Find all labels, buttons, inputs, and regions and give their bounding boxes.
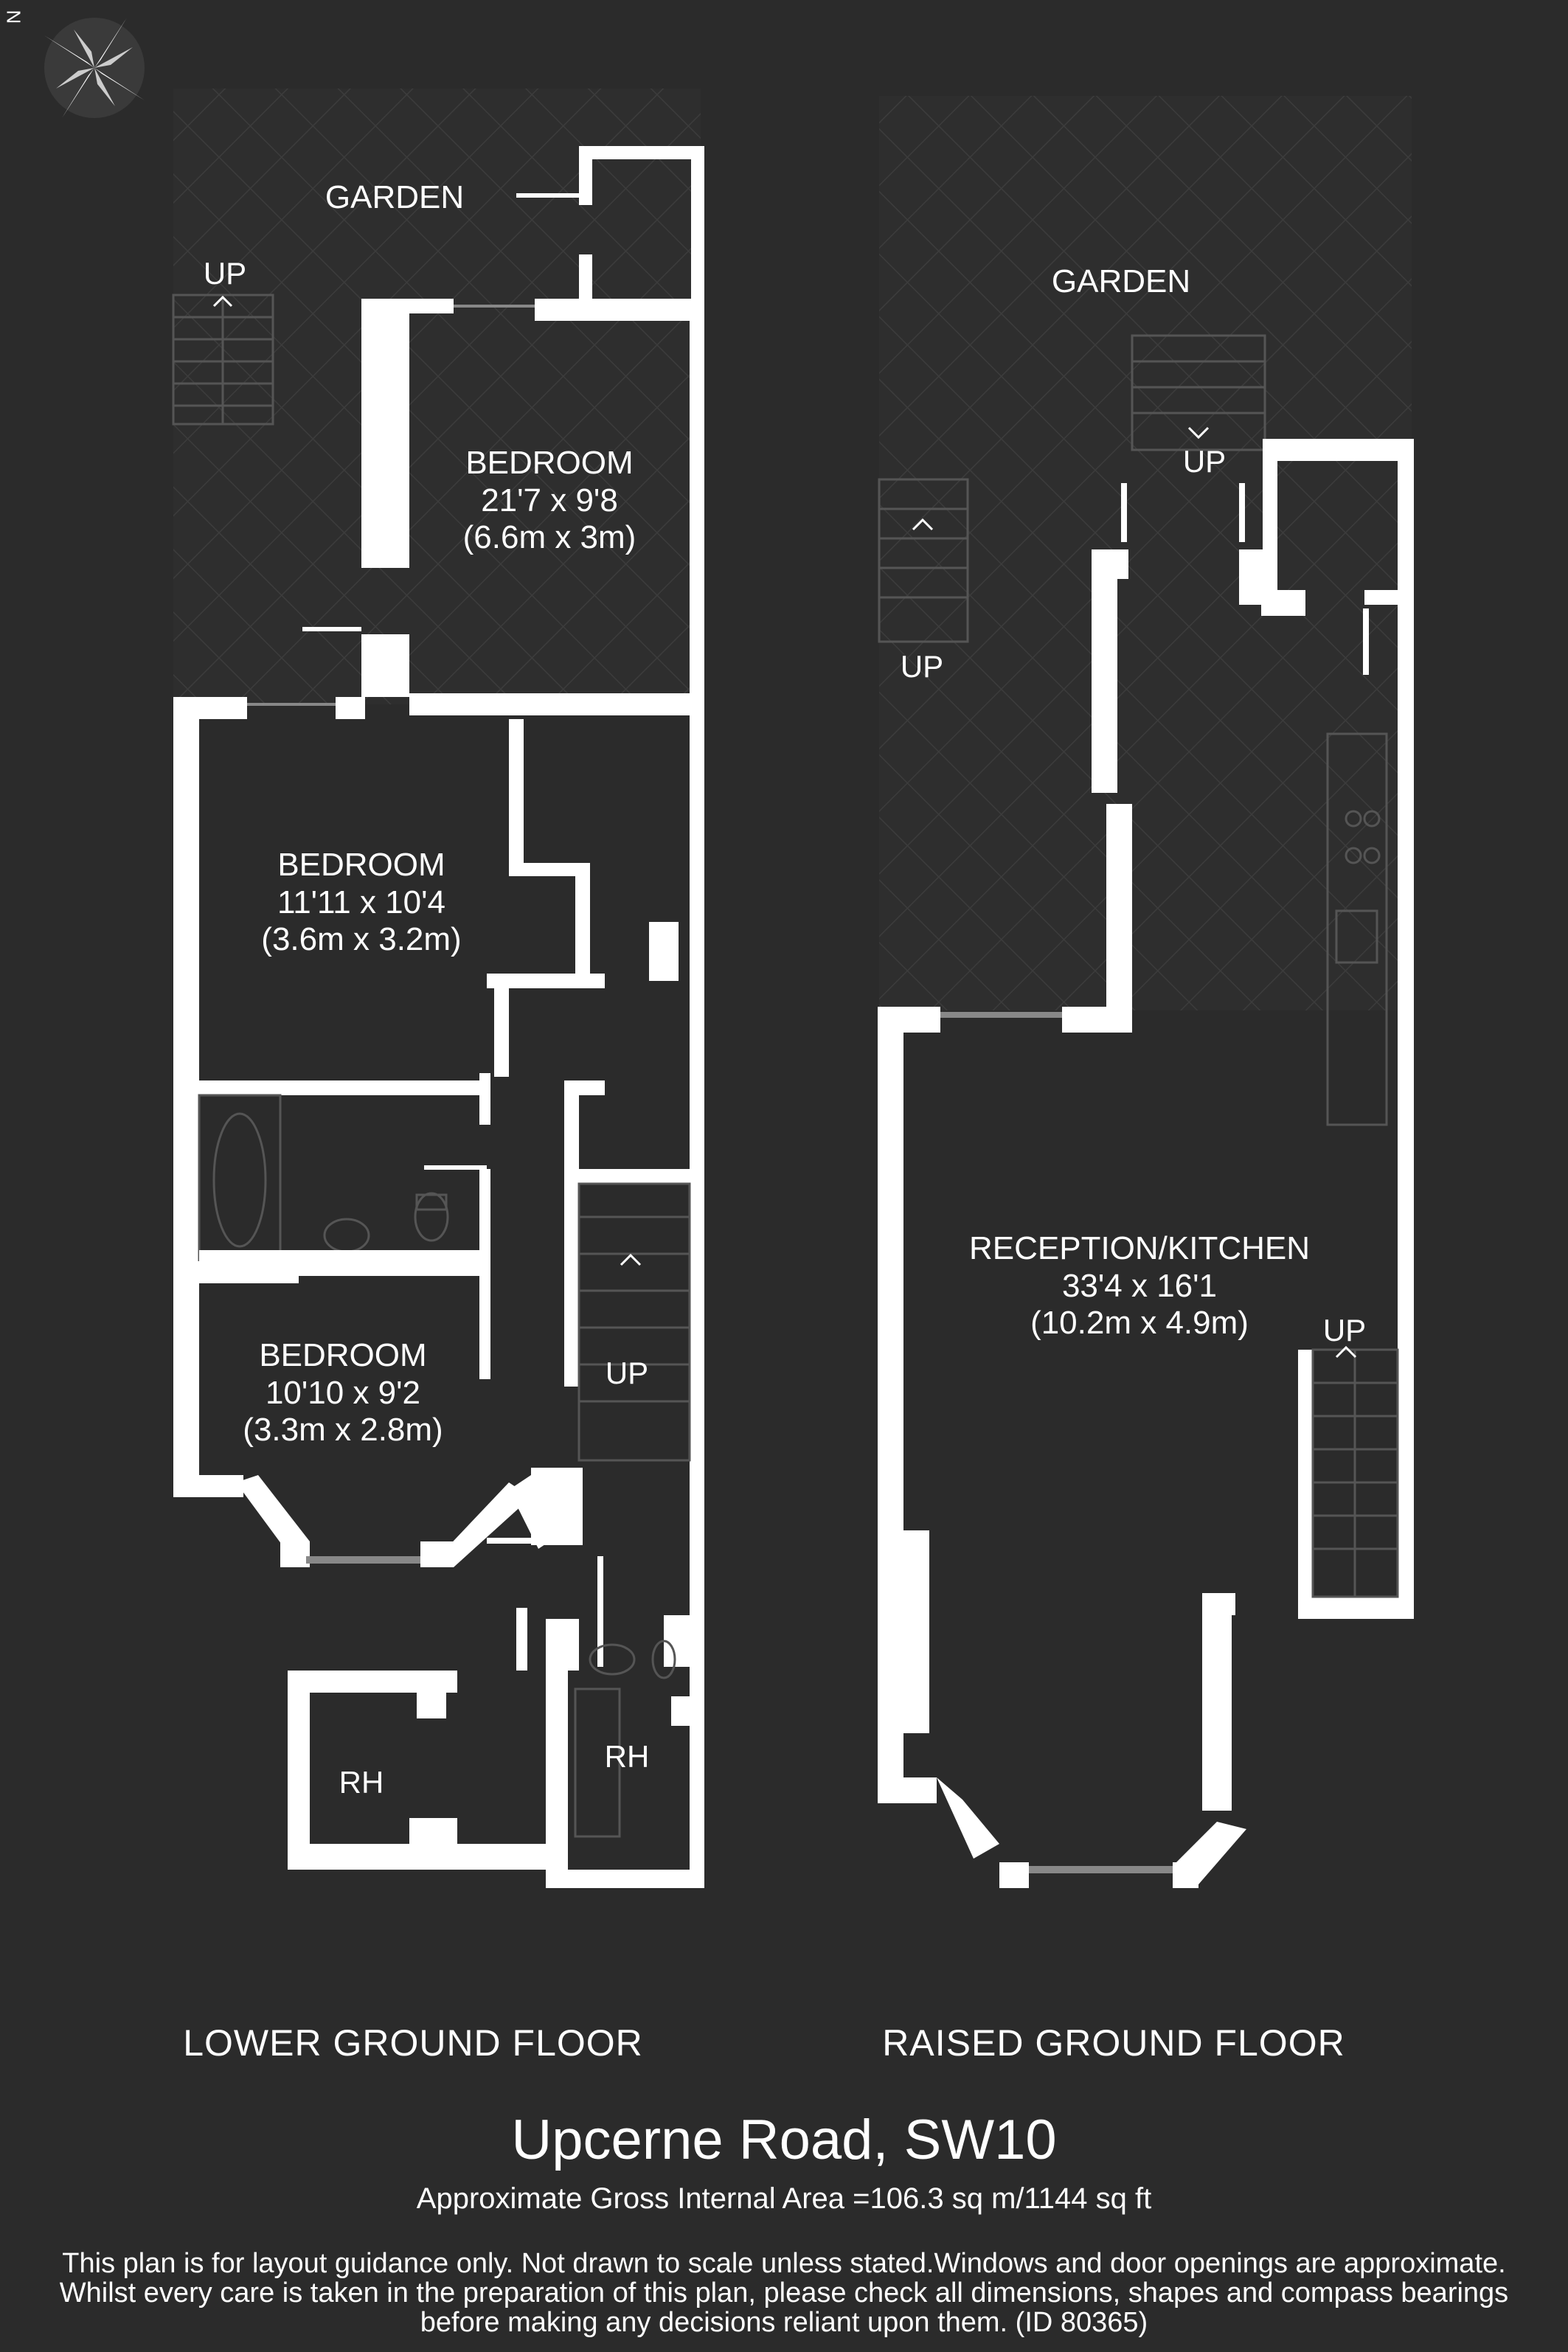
lower-ground-floor-label: LOWER GROUND FLOOR [183, 2022, 643, 2064]
wc-fixture [574, 1640, 676, 1838]
bedroom-1-metric: (6.6m x 3m) [462, 519, 636, 556]
compass-icon [44, 18, 145, 118]
rh-left-label: RH [339, 1765, 384, 1800]
reception-walls [878, 1007, 1414, 1888]
lower-garden-area [173, 89, 701, 704]
bedroom-3-walls [173, 1261, 531, 1567]
bathroom-walls [199, 1073, 490, 1261]
lower-store-walls [516, 146, 704, 301]
gross-internal-area: Approximate Gross Internal Area =106.3 s… [416, 2182, 1152, 2215]
lower-garden-label: GARDEN [325, 179, 465, 215]
bedroom-1-imperial: 21'7 x 9'8 [481, 482, 618, 518]
bedroom-3-metric: (3.3m x 2.8m) [243, 1412, 443, 1449]
lower-ground-floor-plan [172, 89, 704, 1888]
raised-rear-walls [1062, 439, 1414, 1619]
bedroom-2-imperial: 11'11 x 10'4 [277, 884, 445, 920]
raised-garden-steps [878, 334, 1266, 643]
raised-up-right-label: UP [1322, 1313, 1367, 1347]
lower-stairs-up-label: UP [605, 1356, 649, 1390]
hall-walls [487, 922, 690, 1549]
bedroom-3-label: BEDROOM 10'10 x 9'2 (3.3m x 2.8m) [225, 1337, 461, 1449]
bedroom-3-imperial: 10'10 x 9'2 [265, 1374, 421, 1411]
bedroom-2-walls [173, 697, 605, 1497]
lower-garden-up-label: UP [203, 256, 247, 291]
reception-kitchen-imperial: 33'4 x 16'1 [1061, 1267, 1218, 1304]
raised-garden-label: GARDEN [1051, 263, 1191, 299]
lower-garden-steps [172, 294, 274, 426]
rh-right-label: RH [604, 1739, 650, 1774]
bedroom-2-metric: (3.6m x 3.2m) [261, 921, 462, 958]
reception-kitchen-metric: (10.2m x 4.9m) [1030, 1305, 1249, 1342]
kitchen-counter [1326, 732, 1388, 1126]
bathroom-fixtures [198, 1094, 449, 1266]
bedroom-1-walls [302, 299, 704, 1530]
disclaimer-text: This plan is for layout guidance only. N… [59, 2248, 1509, 2338]
raised-up-left-label: UP [900, 649, 944, 684]
reception-kitchen-name: RECEPTION/KITCHEN [968, 1230, 1311, 1266]
compass-north-label: N [2, 10, 25, 24]
raised-stairs [1311, 1348, 1399, 1598]
raised-up-top-label: UP [1182, 444, 1227, 479]
bedroom-1-name: BEDROOM [465, 445, 634, 481]
bedroom-2-name: BEDROOM [277, 847, 445, 883]
bedroom-1-label: BEDROOM 21'7 x 9'8 (6.6m x 3m) [435, 445, 664, 557]
property-title: Upcerne Road, SW10 [511, 2109, 1057, 2171]
reception-kitchen-label: RECEPTION/KITCHEN 33'4 x 16'1 (10.2m x 4… [922, 1230, 1357, 1342]
raised-ground-floor-plan [878, 96, 1414, 1888]
vault-walls [288, 1516, 704, 1888]
bedroom-3-name: BEDROOM [259, 1337, 427, 1373]
lower-stairs [577, 1182, 691, 1462]
raised-garden-area [879, 96, 1412, 1010]
bedroom-2-label: BEDROOM 11'11 x 10'4 (3.6m x 3.2m) [243, 847, 479, 959]
raised-ground-floor-label: RAISED GROUND FLOOR [882, 2022, 1345, 2064]
